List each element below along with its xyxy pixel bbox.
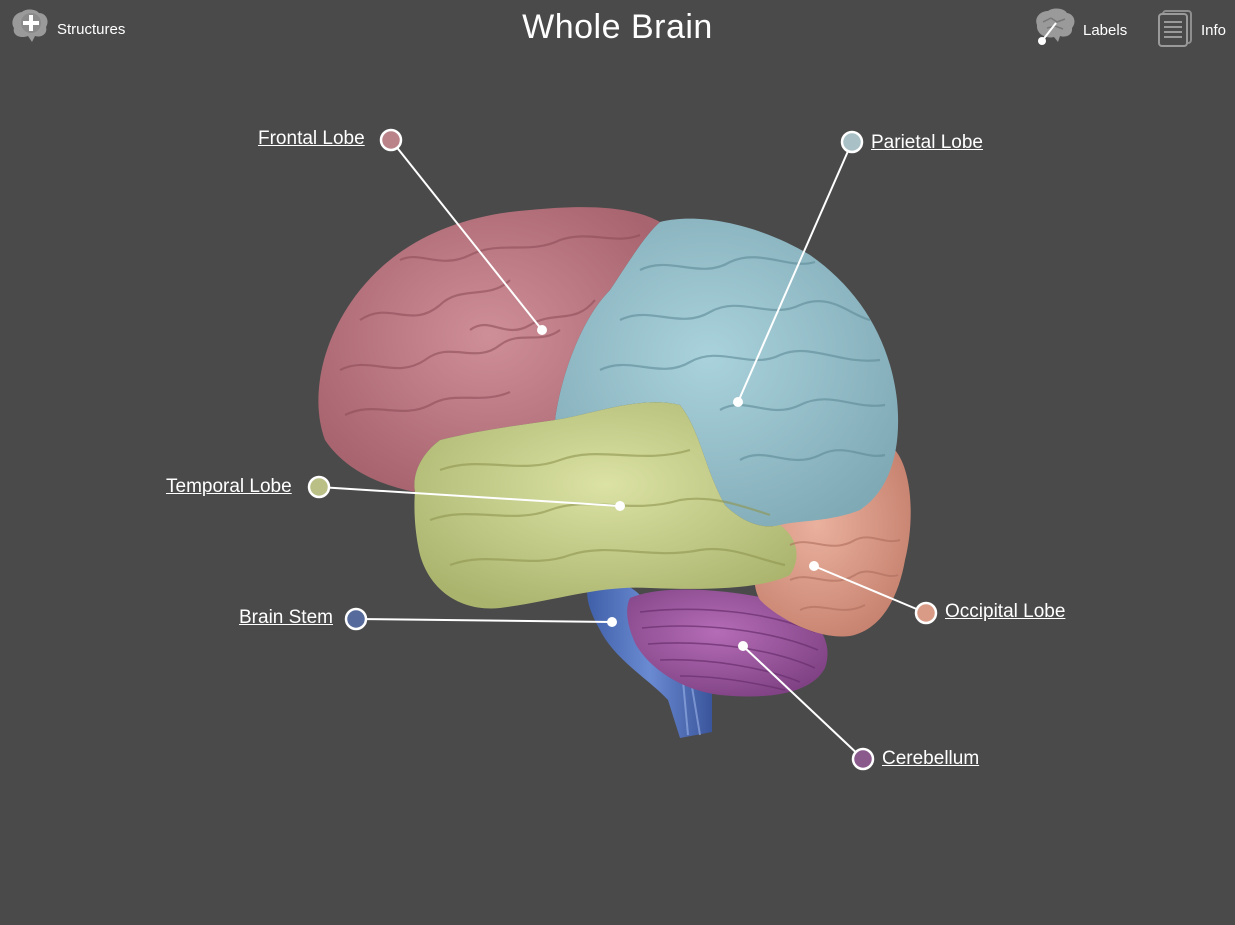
frontal-lobe-anchor <box>537 325 547 335</box>
brain-stem-label[interactable]: Brain Stem <box>239 607 333 629</box>
brain-stem-marker[interactable] <box>346 609 366 629</box>
temporal-lobe-anchor <box>615 501 625 511</box>
parietal-lobe-marker[interactable] <box>842 132 862 152</box>
cerebellum-label[interactable]: Cerebellum <box>882 748 979 770</box>
parietal-lobe-anchor <box>733 397 743 407</box>
temporal-lobe-label[interactable]: Temporal Lobe <box>166 476 292 498</box>
occipital-lobe-marker[interactable] <box>916 603 936 623</box>
cerebellum-marker[interactable] <box>853 749 873 769</box>
temporal-lobe-marker[interactable] <box>309 477 329 497</box>
occipital-lobe-label[interactable]: Occipital Lobe <box>945 601 1065 623</box>
parietal-lobe-label[interactable]: Parietal Lobe <box>871 132 983 154</box>
frontal-lobe-marker[interactable] <box>381 130 401 150</box>
brain-stem-anchor <box>607 617 617 627</box>
frontal-lobe-label[interactable]: Frontal Lobe <box>258 128 365 150</box>
cerebellum-anchor <box>738 641 748 651</box>
brain-stem-leader <box>356 619 612 622</box>
occipital-lobe-anchor <box>809 561 819 571</box>
